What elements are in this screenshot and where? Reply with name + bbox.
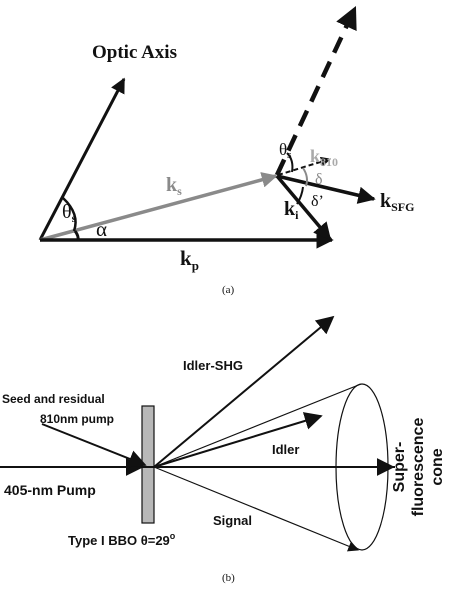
caption-a: (a)	[222, 284, 235, 296]
kp-label: kp	[180, 246, 199, 273]
alpha-label: α	[96, 217, 107, 241]
svg-text:Super-: Super-	[391, 442, 408, 493]
theta-s-left-label: θs	[62, 201, 77, 225]
theta-s-arc-right	[286, 152, 294, 173]
ki-arrow	[275, 174, 332, 241]
ks-label: ks	[166, 174, 182, 198]
idler-beam	[153, 412, 323, 468]
theta-s-right-label: θs	[279, 140, 292, 161]
k810-arrow	[277, 156, 331, 176]
dashed-axis-line	[274, 5, 358, 176]
seed-label-line2: 810nm pump	[40, 412, 114, 426]
pump-label: 405-nm Pump	[4, 482, 96, 498]
delta-prime-label: δ’	[311, 193, 324, 210]
delta-prime-arc	[296, 186, 304, 205]
signal-label: Signal	[213, 513, 252, 528]
optic-axis-arrow	[38, 77, 126, 241]
svg-text:cone: cone	[429, 448, 446, 485]
delta-arc	[302, 167, 308, 187]
ks-arrow	[39, 172, 278, 242]
ksfg-label: kSFG	[380, 190, 414, 214]
cone-base	[335, 383, 389, 551]
ksfg-arrow	[276, 174, 376, 204]
cone-upper-edge	[153, 383, 362, 468]
panel-b: Idler-SHG Seed and residual 810nm pump I…	[0, 315, 446, 584]
ki-label: ki	[284, 198, 299, 222]
signal-beam	[153, 466, 360, 552]
theta-s-arc-left	[62, 197, 77, 232]
idler-shg-beam	[153, 315, 335, 468]
crystal-label: Type I BBO θ=29o	[68, 531, 176, 548]
panel-a: Optic Axis θs α ks kp ki θs k810 δ δ’ kS…	[38, 5, 414, 296]
delta-label: δ	[315, 171, 323, 188]
optic-axis-label: Optic Axis	[92, 42, 177, 63]
alpha-arc	[73, 230, 80, 242]
caption-b: (b)	[222, 572, 235, 584]
seed-beam	[41, 423, 147, 468]
seed-label-line1: Seed and residual	[2, 392, 105, 406]
idler-shg-label: Idler-SHG	[183, 358, 243, 373]
k810-label: k810	[310, 146, 338, 169]
idler-label: Idler	[272, 442, 299, 457]
svg-text:fluorescence: fluorescence	[410, 418, 427, 517]
superfluorescence-cone-label: Super- fluorescence cone	[391, 418, 446, 517]
